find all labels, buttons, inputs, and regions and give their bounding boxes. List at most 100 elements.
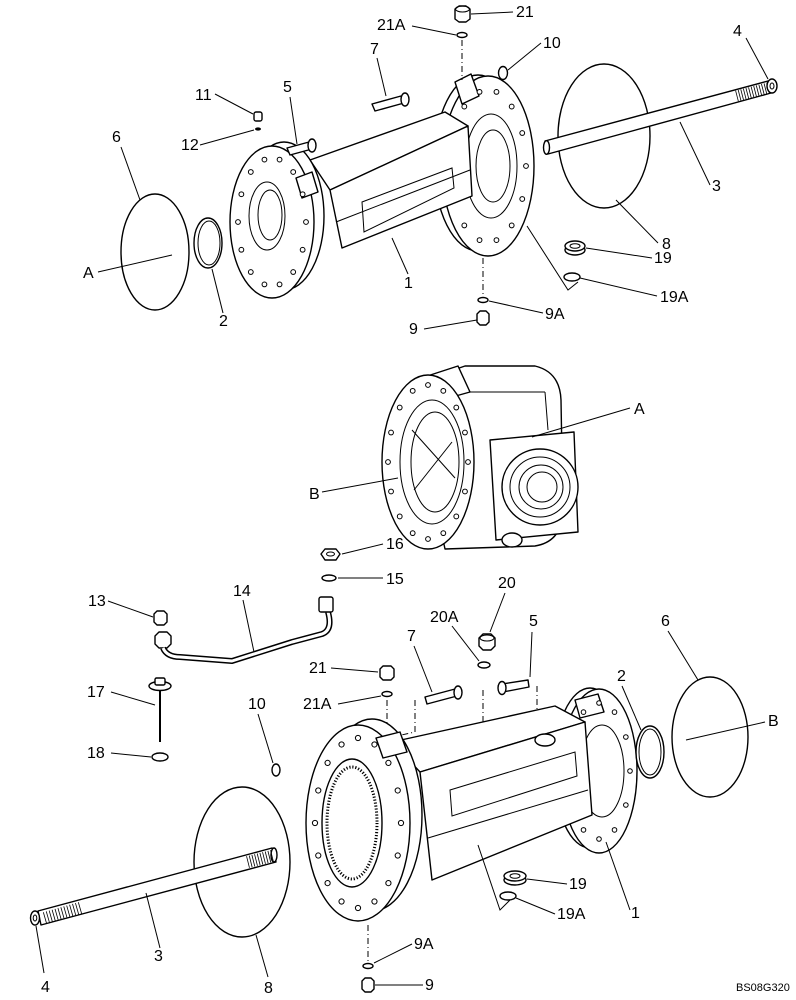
bolt-hole	[394, 787, 401, 794]
washer-21a	[456, 31, 468, 39]
pinion-bore-boss	[501, 448, 579, 526]
spline-tooth	[248, 855, 253, 868]
washer-9a	[362, 962, 374, 970]
seal-19	[503, 870, 527, 886]
leader-7	[413, 645, 433, 693]
housing-1-body	[391, 705, 593, 881]
flange-bore-inner	[257, 189, 283, 241]
callout-4: 4	[733, 23, 742, 40]
callout-20: 20	[498, 575, 516, 592]
bolt-hole	[290, 169, 297, 175]
o-ring-10	[271, 763, 281, 777]
callout-14: 14	[233, 583, 251, 600]
leader-3	[679, 121, 711, 186]
leader-17	[110, 691, 156, 706]
bolt-hole	[385, 880, 392, 887]
seal-19-bore	[509, 873, 521, 879]
bolt-5	[286, 138, 317, 156]
bolt-hole	[623, 734, 629, 740]
spline-tooth	[267, 850, 272, 863]
diff-side-ridge	[544, 391, 549, 431]
boss-bore-inner	[526, 471, 558, 503]
bolt-7	[424, 685, 463, 705]
spline-tooth	[763, 83, 768, 95]
callout-21: 21	[309, 660, 327, 677]
spline-tooth	[758, 84, 763, 96]
leader-b	[321, 477, 399, 493]
leader-1	[605, 841, 631, 911]
washer-4-outer	[766, 78, 778, 94]
leader-21	[330, 667, 379, 673]
bolt-hole	[461, 222, 468, 229]
bolt-hole	[596, 700, 602, 706]
bolt-hole	[247, 169, 254, 175]
spline-tooth	[254, 854, 258, 866]
leader-b	[685, 721, 766, 741]
spline-tooth	[251, 854, 256, 867]
leader-21	[470, 11, 514, 15]
tube-14	[161, 611, 331, 663]
o-ring-10	[497, 65, 509, 81]
seal-19-upper	[503, 870, 527, 882]
flange-bore-inner	[475, 129, 511, 203]
leader-4	[745, 37, 769, 80]
spline-tooth	[748, 87, 752, 99]
callout-10: 10	[543, 35, 561, 52]
spline-tooth	[259, 852, 264, 865]
flange-bore	[248, 181, 286, 251]
bolt-hole	[315, 787, 322, 794]
bolt-hole	[596, 836, 602, 842]
bolt-hole	[354, 904, 362, 912]
bolt-hole	[235, 219, 241, 225]
callout-b: B	[768, 713, 779, 730]
ring-19a	[499, 891, 517, 901]
leader-6	[120, 146, 141, 201]
bolt-hole	[290, 269, 297, 275]
bolt-hole	[580, 827, 587, 833]
leader-20a	[451, 625, 480, 662]
callout-19a: 19A	[660, 289, 689, 306]
bolt-7	[371, 92, 410, 112]
spline-tooth	[742, 88, 747, 100]
bolt-hole	[396, 404, 403, 411]
flange-bore	[321, 758, 383, 888]
callout-5: 5	[529, 613, 538, 630]
o-ring-2-inner	[197, 220, 221, 266]
spline-tooth	[42, 912, 48, 924]
spline-tooth	[745, 87, 750, 99]
bolt-hole	[276, 281, 283, 288]
leader-8	[615, 199, 659, 244]
bolt-hole	[338, 898, 345, 905]
washer-4-inner	[769, 82, 775, 90]
callout-11: 11	[195, 87, 212, 104]
spline-tooth	[262, 852, 266, 864]
spline-tooth	[75, 902, 80, 915]
shaft-end	[542, 139, 551, 155]
differential-housing: A B	[309, 365, 645, 550]
bolt-hole	[324, 759, 331, 766]
leader-19a	[515, 897, 556, 915]
diff-mount-ear	[501, 532, 523, 548]
leader-5	[529, 631, 533, 678]
flange-opening	[399, 399, 465, 525]
spline-tooth	[750, 86, 755, 98]
callout-9: 9	[425, 977, 434, 994]
leader-a	[531, 407, 631, 438]
bolt-hole	[508, 222, 515, 229]
spline-tooth	[48, 910, 53, 923]
bolt-7-head	[453, 685, 463, 700]
bolt-hole	[493, 237, 500, 243]
callout-2: 2	[617, 668, 626, 685]
plug-9	[361, 977, 375, 993]
spline-tooth	[735, 90, 739, 102]
leader-11	[214, 93, 254, 115]
nut-20-face	[479, 634, 495, 642]
bolt-hole	[627, 768, 633, 774]
bolt-hole	[311, 819, 319, 827]
bolt-hole	[465, 459, 471, 465]
callout-4: 4	[41, 979, 50, 996]
spline-tooth	[246, 856, 250, 868]
bolt-5-head	[307, 138, 317, 153]
bolt-hole	[461, 103, 468, 110]
bolt-hole	[385, 459, 391, 465]
